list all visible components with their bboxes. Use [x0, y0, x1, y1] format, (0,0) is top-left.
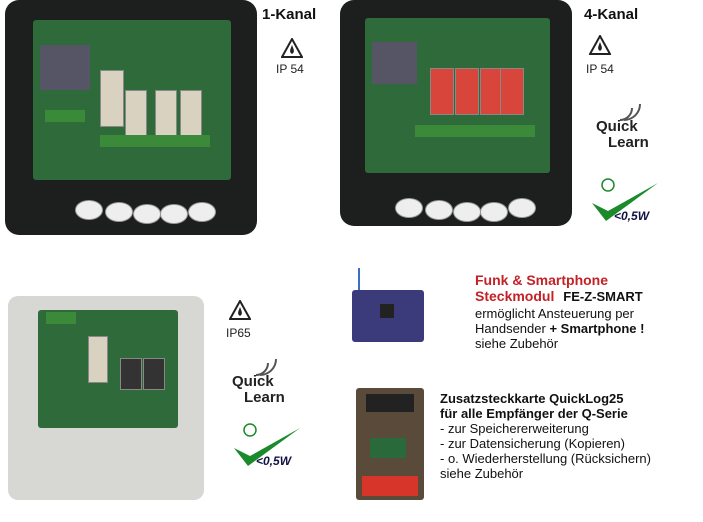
- module-smart-text: Funk & Smartphone Steckmodul FE-Z-SMART …: [475, 272, 644, 351]
- log-see-accessories: siehe Zubehör: [440, 466, 524, 481]
- checkmark-icon: [234, 423, 300, 466]
- module-photo-fe-z-smart: [352, 268, 424, 342]
- quick-text: Quick: [596, 118, 638, 135]
- product-2-ip: IP 54: [586, 62, 614, 76]
- ip-rating-icon: [229, 300, 251, 320]
- quick-text: Quick: [232, 373, 274, 390]
- smart-heading: Funk & Smartphone: [475, 272, 609, 288]
- checkmark-icon: [592, 178, 658, 221]
- smart-desc-bold: + Smartphone !: [549, 321, 645, 336]
- smart-desc: ermöglicht Ansteuerung per: [475, 306, 634, 321]
- product-photo-1-kanal: [5, 0, 257, 235]
- product-photo-ip65: [8, 296, 204, 500]
- quicklearn-logo: Quick Learn: [594, 100, 656, 158]
- radio-waves-icon: [619, 103, 641, 121]
- power-text: <0,5W: [256, 454, 292, 468]
- product-photo-4-kanal: [340, 0, 572, 226]
- log-item: - o. Wiederherstellung (Rücksichern): [440, 451, 651, 466]
- ip-rating-icon: [281, 38, 303, 58]
- low-power-badge: <0,5W: [590, 175, 660, 227]
- smart-desc-2: Handsender: [475, 321, 546, 336]
- log-heading: Zusatzsteckkarte QuickLog25: [440, 391, 624, 406]
- quicklearn-logo: Quick Learn: [230, 355, 292, 413]
- module-photo-quicklog25: [356, 388, 424, 500]
- radio-waves-icon: [255, 358, 277, 376]
- smart-see-accessories: siehe Zubehör: [475, 336, 559, 351]
- product-3-ip: IP65: [226, 326, 251, 340]
- low-power-badge: <0,5W: [232, 420, 302, 472]
- learn-text: Learn: [608, 134, 649, 151]
- power-text: <0,5W: [614, 209, 650, 223]
- product-2-title: 4-Kanal: [584, 6, 639, 23]
- log-item: - zur Datensicherung (Kopieren): [440, 436, 625, 451]
- learn-text: Learn: [244, 389, 285, 406]
- product-1-ip: IP 54: [276, 62, 304, 76]
- ip-rating-icon: [589, 35, 611, 55]
- log-heading-2: für alle Empfänger der Q-Serie: [440, 406, 628, 421]
- smart-model: FE-Z-SMART: [563, 289, 643, 304]
- module-log-text: Zusatzsteckkarte QuickLog25 für alle Emp…: [440, 391, 651, 481]
- log-item: - zur Speichererweiterung: [440, 421, 589, 436]
- product-1-title: 1-Kanal: [262, 6, 317, 23]
- smart-heading-2: Steckmodul: [475, 288, 555, 304]
